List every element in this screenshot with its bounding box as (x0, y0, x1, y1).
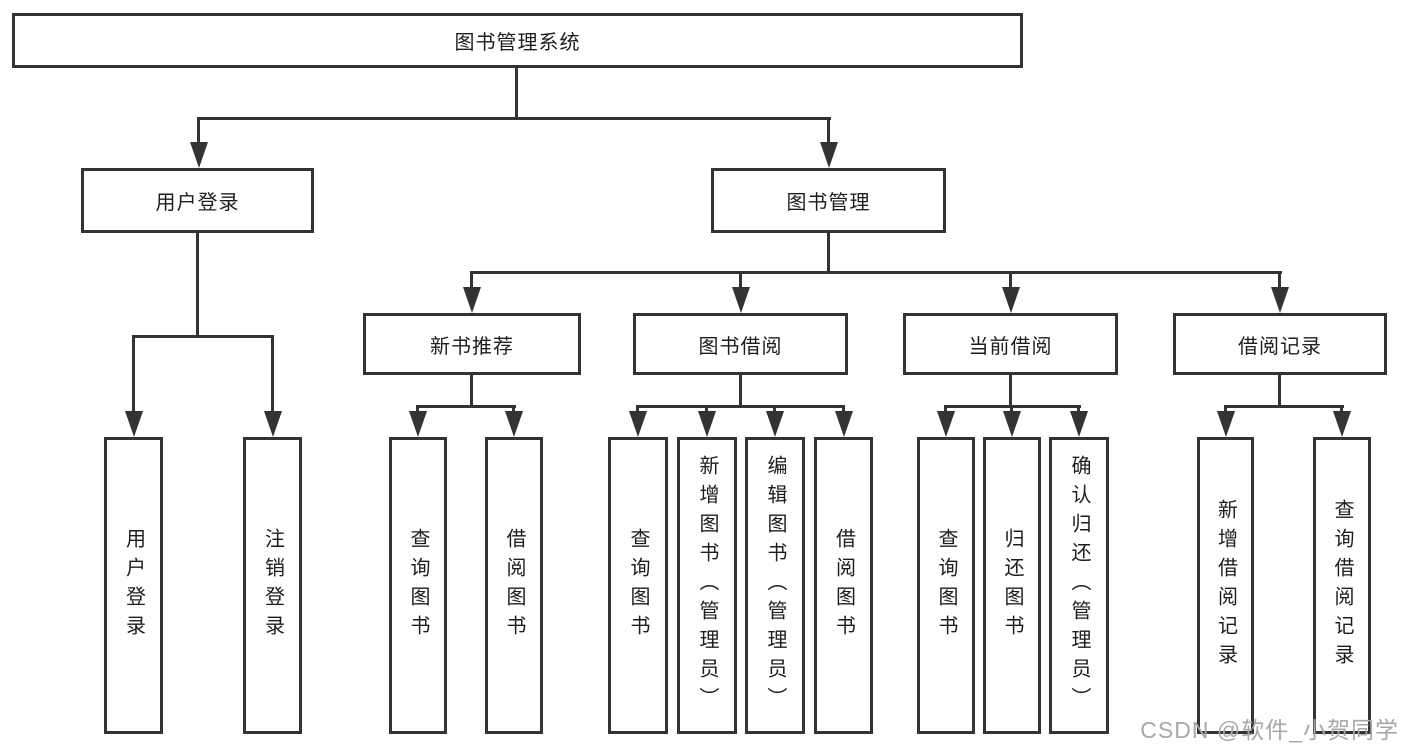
arrow-down-icon (1070, 411, 1088, 437)
arrow-down-icon (1217, 411, 1235, 437)
leaf-query-borrow-record: 查询借阅记录 (1313, 437, 1371, 734)
connector-stem (705, 405, 708, 413)
connector-user-login-rail (132, 335, 274, 338)
leaf-add-borrow-record: 新增借阅记录 (1197, 437, 1254, 734)
leaf-query-books-current: 查询图书 (917, 437, 975, 734)
connector-stem (1224, 405, 1227, 413)
connector-leaf-logout-stem (271, 335, 274, 413)
connector-stem (1340, 405, 1343, 413)
connector-stem (512, 405, 515, 413)
node-book-borrowing: 图书借阅 (633, 313, 848, 375)
connector-new-books-stem (470, 271, 473, 289)
arrow-down-icon (1333, 411, 1351, 437)
connector-current-borrowing-down (1009, 375, 1012, 408)
arrow-down-icon (698, 411, 716, 437)
connector-root-stem (515, 68, 518, 120)
node-book-management: 图书管理 (711, 168, 946, 233)
connector-new-books-down (470, 375, 473, 408)
arrow-down-icon (190, 142, 208, 168)
node-library-management-system: 图书管理系统 (12, 13, 1023, 68)
connector-stem (773, 405, 776, 413)
leaf-user-login: 用户登录 (104, 437, 163, 734)
arrow-down-icon (264, 411, 282, 437)
connector-borrowing-records-down (1278, 375, 1281, 408)
arrow-down-icon (1002, 287, 1020, 313)
leaf-borrow-books-borrowing: 借阅图书 (814, 437, 873, 734)
connector-user-login-stem (197, 117, 200, 144)
arrow-down-icon (835, 411, 853, 437)
arrow-down-icon (463, 287, 481, 313)
leaf-return-books: 归还图书 (983, 437, 1041, 734)
connector-book-mgmt-stem (827, 117, 830, 144)
connector-stem (1010, 405, 1013, 413)
leaf-query-books-newbooks: 查询图书 (389, 437, 447, 734)
node-new-book-recommendation: 新书推荐 (363, 313, 581, 375)
leaf-borrow-books-newbooks: 借阅图书 (485, 437, 543, 734)
arrow-down-icon (125, 411, 143, 437)
connector-stem (842, 405, 845, 413)
leaf-edit-books-admin: 编辑图书（管理员） (745, 437, 805, 734)
connector-level2-rail (197, 117, 831, 120)
connector-borrowing-records-stem (1278, 271, 1281, 289)
leaf-add-books-admin: 新增图书（管理员） (677, 437, 737, 734)
connector-stem (1077, 405, 1080, 413)
leaf-confirm-return-admin: 确认归还（管理员） (1049, 437, 1109, 734)
connector-leaf-login-stem (132, 335, 135, 413)
arrow-down-icon (820, 142, 838, 168)
arrow-down-icon (766, 411, 784, 437)
connector-book-borrowing-stem (739, 271, 742, 289)
connector-stem (636, 405, 639, 413)
connector-book-borrowing-down (739, 375, 742, 408)
connector-current-borrowing-stem (1009, 271, 1012, 289)
node-borrowing-records: 借阅记录 (1173, 313, 1387, 375)
arrow-down-icon (732, 287, 750, 313)
connector-level3-rail (470, 271, 1282, 274)
connector-new-books-rail (416, 405, 516, 408)
arrow-down-icon (409, 411, 427, 437)
connector-stem (416, 405, 419, 413)
node-user-login: 用户登录 (81, 168, 314, 233)
connector-borrowing-records-rail (1224, 405, 1344, 408)
connector-stem (944, 405, 947, 413)
arrow-down-icon (937, 411, 955, 437)
node-current-borrowing: 当前借阅 (903, 313, 1118, 375)
connector-book-borrowing-rail (636, 405, 845, 408)
arrow-down-icon (505, 411, 523, 437)
arrow-down-icon (1003, 411, 1021, 437)
arrow-down-icon (629, 411, 647, 437)
leaf-logout: 注销登录 (243, 437, 302, 734)
connector-user-login-down (196, 233, 199, 338)
arrow-down-icon (1271, 287, 1289, 313)
connector-book-mgmt-down (827, 233, 830, 274)
leaf-query-books-borrowing: 查询图书 (608, 437, 668, 734)
csdn-watermark: CSDN @软件_小贺同学 (1140, 717, 1399, 743)
